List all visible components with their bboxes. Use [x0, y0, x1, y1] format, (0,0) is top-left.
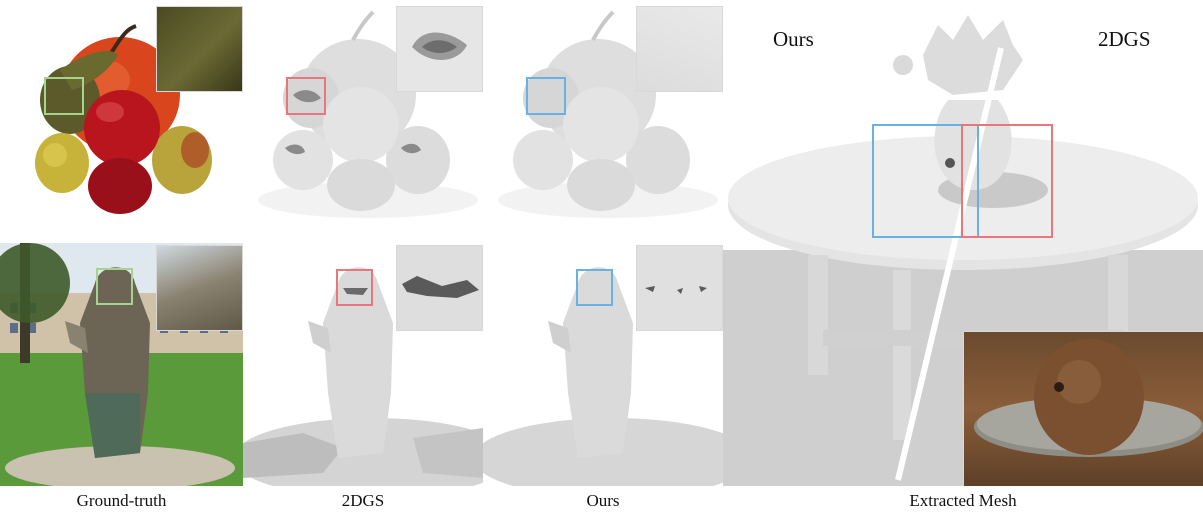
- mesh-right-label: 2DGS: [1098, 27, 1151, 51]
- extracted-mesh-ground-truth-inset: [963, 331, 1203, 486]
- statue-2dgs-zoom-inset: [396, 245, 483, 331]
- caption-ground-truth: Ground-truth: [76, 491, 167, 510]
- statue-2dgs-mesh-image: [243, 243, 483, 486]
- caption-extracted-mesh: Extracted Mesh: [909, 491, 1017, 510]
- statue-ground-truth-image: [0, 243, 243, 486]
- statue-ours-zoom-inset: [636, 245, 723, 331]
- fruit-2dgs-mesh-image: [243, 0, 483, 240]
- statue-ours-mesh-image: [483, 243, 723, 486]
- fruit-2dgs-zoom-inset: [396, 6, 483, 92]
- fruit-ground-truth-zoom-inset: [156, 6, 243, 92]
- fruit-ground-truth-image: [0, 0, 243, 240]
- mesh-left-label: Ours: [773, 27, 814, 51]
- statue-ground-truth-zoom-inset: [156, 245, 243, 331]
- fruit-ours-mesh-image: [483, 0, 723, 240]
- extracted-mesh-image: [723, 0, 1203, 486]
- caption-2dgs: 2DGS: [341, 491, 385, 510]
- caption-ours: Ours: [586, 491, 620, 510]
- fruit-ours-zoom-inset: [636, 6, 723, 92]
